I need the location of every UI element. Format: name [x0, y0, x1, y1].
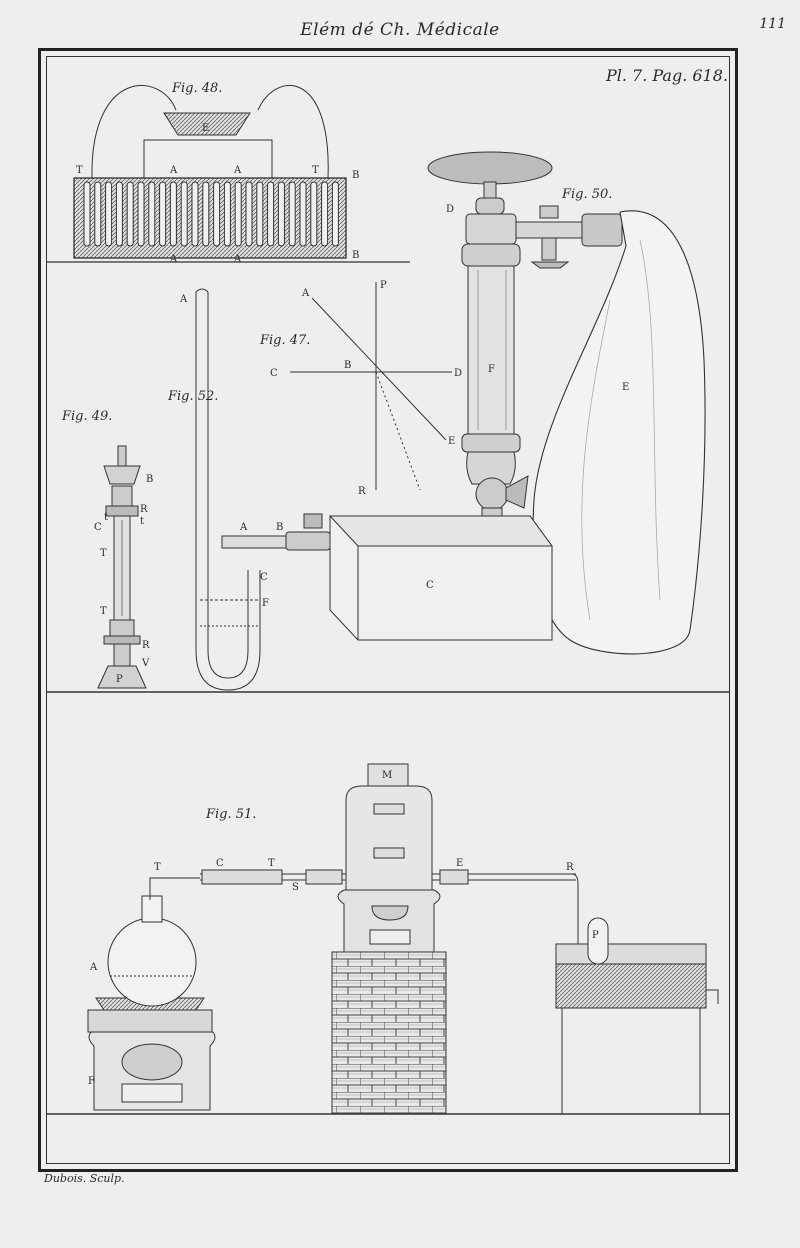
fig-49-label-R2: R: [142, 640, 150, 651]
fig-51-label-T2: T: [268, 858, 275, 869]
fig-51-label-E: E: [456, 858, 463, 869]
fig-49-label-t2: t: [104, 512, 108, 523]
fig-47-label-E: E: [448, 436, 455, 447]
fig-49-label-T2: T: [100, 606, 107, 617]
fig-48-test-tube: [137, 181, 145, 247]
fig-51-label-F: F: [88, 1076, 95, 1087]
plate-label: Pl. 7. Pag. 618.: [605, 66, 728, 85]
fig-50-label-D: D: [446, 204, 454, 215]
fig-48-test-tube: [83, 181, 91, 247]
fig-49-label-V: V: [141, 658, 150, 669]
fig-50-label-E: E: [622, 382, 629, 393]
fig-47-label-P: P: [380, 280, 387, 291]
fig-48-test-tube: [288, 181, 296, 247]
fig-51-drawing: [87, 763, 719, 1115]
fig-48-test-tube: [202, 181, 210, 247]
fig-48-test-tube: [169, 181, 177, 247]
fig-48-test-tube: [331, 181, 339, 247]
fig-52-label-B: B: [276, 522, 283, 533]
fig-49-label-P: P: [116, 674, 123, 685]
fig-48-test-tube: [115, 181, 123, 247]
fig-52-drawing: [195, 288, 261, 691]
fig-48-test-tubes: [83, 181, 339, 247]
plate-frame-outer: [38, 48, 738, 1172]
fig-48-test-tube: [105, 181, 113, 247]
fig-48-title: Fig. 48.: [171, 81, 222, 96]
fig-51-label-P: P: [592, 930, 599, 941]
fig-48-test-tube: [299, 181, 307, 247]
fig-48-label-T1: T: [76, 165, 83, 176]
fig-48-label-A4: A: [233, 254, 242, 265]
fig-48-label-T2: T: [312, 165, 319, 176]
fig-51-label-T1: T: [154, 862, 161, 873]
plate-frame-inner: [46, 56, 730, 1164]
fig-47-label-A: A: [301, 288, 310, 299]
fig-52-title: Fig. 52.: [167, 389, 218, 404]
fig-49-label-C: C: [94, 522, 102, 533]
fig-48-test-tube: [126, 181, 134, 247]
fig-47-title: Fig. 47.: [259, 333, 310, 348]
fig-48-label-A1: A: [169, 165, 178, 176]
fig-47-label-R: R: [358, 486, 366, 497]
fig-48-test-tube: [277, 181, 285, 247]
fig-48-test-tube: [191, 181, 199, 247]
fig-47-label-C: C: [270, 368, 278, 379]
engraver-credit: Dubois. Sculp.: [44, 1172, 125, 1185]
fig-48-test-tube: [180, 181, 188, 247]
fig-51-label-R: R: [566, 862, 574, 873]
fig-51-label-C: C: [216, 858, 224, 869]
fig-52-label-A: A: [239, 522, 248, 533]
fig-48-test-tube: [267, 181, 275, 247]
fig-49-label-R1: R: [140, 504, 148, 515]
page-header-title: Elém dé Ch. Médicale: [300, 20, 500, 40]
fig-48-test-tube: [234, 181, 242, 247]
fig-50-title: Fig. 50.: [561, 187, 612, 202]
fig-49-drawing: [97, 445, 147, 689]
fig-48-label-E: E: [202, 123, 209, 134]
fig-52-label-C: C: [260, 572, 268, 583]
fig-52-label-F: F: [262, 598, 269, 609]
fig-49-label-T1: T: [100, 548, 107, 559]
fig-48-test-tube: [94, 181, 102, 247]
fig-48-test-tube: [213, 181, 221, 247]
fig-48-drawing: [73, 85, 347, 259]
fig-48-test-tube: [245, 181, 253, 247]
fig-51-label-S: S: [292, 882, 299, 893]
fig-47-drawing: [290, 282, 452, 491]
fig-47-label-D: D: [454, 368, 462, 379]
fig-48-test-tube: [159, 181, 167, 247]
fig-50-label-F: F: [488, 364, 495, 375]
fig-48-label-A3: A: [169, 254, 178, 265]
fig-48-test-tube: [321, 181, 329, 247]
fig-51-label-A: A: [89, 962, 98, 973]
fig-49-label-B: B: [146, 474, 153, 485]
fig-51-label-M: M: [382, 770, 392, 781]
fig-52-label-A-top: A: [179, 294, 188, 305]
fig-48-label-A2: A: [233, 165, 242, 176]
fig-50-drawing: [221, 151, 706, 655]
fig-48-label-B2: B: [352, 250, 359, 261]
fig-48-test-tube: [223, 181, 231, 247]
fig-50-label-C: C: [426, 580, 434, 591]
fig-48-test-tube: [310, 181, 318, 247]
page-number: 111: [759, 16, 786, 32]
fig-49-title: Fig. 49.: [61, 409, 112, 424]
fig-48-test-tube: [148, 181, 156, 247]
fig-51-title: Fig. 51.: [205, 807, 256, 822]
fig-47-label-B: B: [344, 360, 351, 371]
fig-48-label-B1: B: [352, 170, 359, 181]
fig-48-test-tube: [256, 181, 264, 247]
fig-49-label-t1: t: [140, 516, 144, 527]
